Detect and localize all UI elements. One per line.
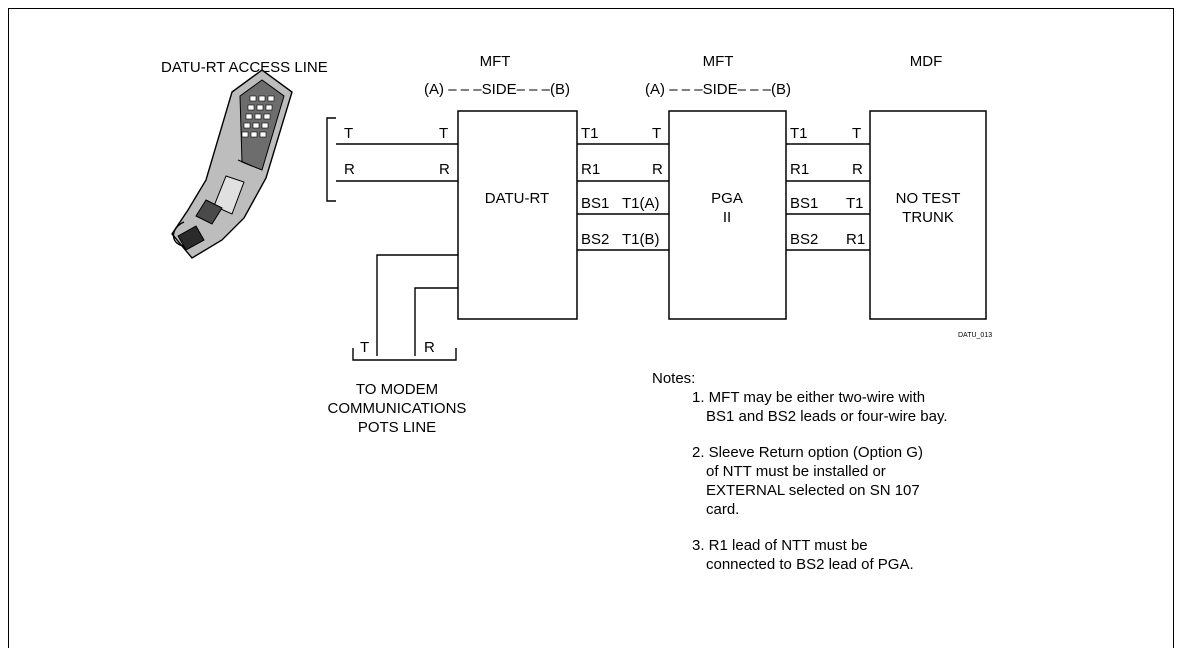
label-datu-bs2: BS2 <box>581 231 609 248</box>
label-pga-out-r1: R1 <box>790 161 809 178</box>
note-2-line3: EXTERNAL selected on SN 107 <box>706 482 920 499</box>
label-pots-t: T <box>360 339 369 356</box>
wire-pots-r <box>414 287 458 356</box>
label-ntt-r: R <box>852 161 863 178</box>
note-2-line1: 2. Sleeve Return option (Option G) <box>692 444 923 461</box>
note-1-line2: BS1 and BS2 leads or four-wire bay. <box>706 408 948 425</box>
label-r-out: R <box>439 161 450 178</box>
label-pga-out-t1: T1 <box>790 125 808 142</box>
label-datu-t1: T1 <box>581 125 599 142</box>
note-2-line4: card. <box>706 501 739 518</box>
label-pga-r: R <box>652 161 663 178</box>
mft2-side-label: (A) – – –SIDE– – –(B) <box>645 81 791 98</box>
note-2-line2: of NTT must be installed or <box>706 463 886 480</box>
mft1-side-label: (A) – – –SIDE– – –(B) <box>424 81 570 98</box>
notes-heading: Notes: <box>652 370 695 387</box>
label-pga-t: T <box>652 125 661 142</box>
label-pga-out-bs2: BS2 <box>790 231 818 248</box>
pots-bracket <box>352 348 457 361</box>
label-pga-t1b: T1(B) <box>622 231 660 248</box>
label-pots-r: R <box>424 339 435 356</box>
label-datu-r1: R1 <box>581 161 600 178</box>
label-t-out: T <box>439 125 448 142</box>
note-3-line1: 3. R1 lead of NTT must be <box>692 537 868 554</box>
label-ntt-r1: R1 <box>846 231 865 248</box>
label-pga-out-bs1: BS1 <box>790 195 818 212</box>
pga-ii-label: II <box>723 209 731 226</box>
note-3-line2: connected to BS2 lead of PGA. <box>706 556 914 573</box>
label-ntt-t: T <box>852 125 861 142</box>
label-r-in: R <box>344 161 355 178</box>
label-t-in: T <box>344 125 353 142</box>
test-set-handset-icon <box>171 69 293 259</box>
pots-caption-line2: COMMUNICATIONS <box>328 400 467 417</box>
label-pga-t1a: T1(A) <box>622 195 660 212</box>
note-1-line1: 1. MFT may be either two-wire with <box>692 389 925 406</box>
mft1-label: MFT <box>480 53 511 70</box>
mdf-label: MDF <box>910 53 943 70</box>
no-test-trunk-box <box>869 110 987 320</box>
pots-caption-line3: POTS LINE <box>358 419 436 436</box>
figure-id: DATU_013 <box>958 332 992 339</box>
label-ntt-t1: T1 <box>846 195 864 212</box>
pga-label: PGA <box>711 190 743 207</box>
wire-pots-t <box>376 254 458 356</box>
datu-rt-label: DATU-RT <box>485 190 549 207</box>
label-datu-bs1: BS1 <box>581 195 609 212</box>
mft2-label: MFT <box>703 53 734 70</box>
pots-caption-line1: TO MODEM <box>356 381 438 398</box>
ntt-label-line1: NO TEST <box>896 190 961 207</box>
datu-rt-box <box>457 110 578 320</box>
ntt-label-line2: TRUNK <box>902 209 954 226</box>
access-bracket <box>326 117 336 202</box>
pga-ii-box <box>668 110 787 320</box>
figure-frame <box>8 8 1174 648</box>
access-line-label: DATU-RT ACCESS LINE <box>161 59 328 76</box>
